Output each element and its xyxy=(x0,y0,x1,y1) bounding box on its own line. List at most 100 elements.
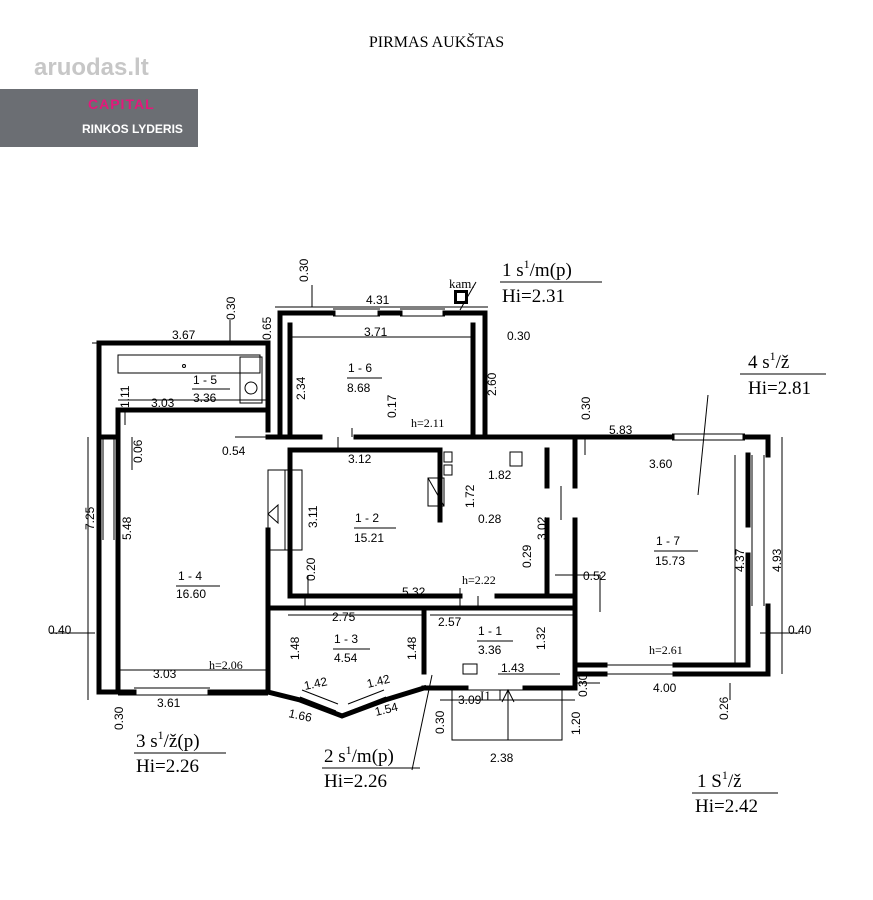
dimension-label: 1.42 xyxy=(365,672,391,691)
dimension-label: 1.66 xyxy=(287,706,313,725)
leader-line xyxy=(411,674,433,771)
fixture xyxy=(117,354,261,374)
window xyxy=(299,689,387,712)
windows xyxy=(102,308,765,712)
dimension-label: 4.93 xyxy=(770,548,784,572)
dimension-label: 0.26 xyxy=(717,696,731,720)
level-height: Hi=2.31 xyxy=(502,286,565,307)
dimension-label: 0.65 xyxy=(260,316,274,340)
room-id: 1 - 7 xyxy=(656,534,680,548)
wall xyxy=(277,310,336,440)
dimension-label: 0.30 xyxy=(579,396,593,420)
room-id: 1 - 2 xyxy=(355,511,379,525)
dimension-label: 0.28 xyxy=(478,512,502,526)
stair-arrow xyxy=(267,503,279,525)
room-id: 1 - 4 xyxy=(178,569,202,583)
height-label: h=2.11 xyxy=(411,416,444,430)
fixture xyxy=(239,356,263,404)
dimension-label: 3.60 xyxy=(649,457,673,471)
fixtures xyxy=(117,290,563,741)
level-height: Hi=2.81 xyxy=(748,378,811,399)
room-id: 1 - 5 xyxy=(193,373,217,387)
room-area: 3.36 xyxy=(193,391,217,405)
dimension-label: 1.72 xyxy=(463,484,477,508)
window xyxy=(134,687,210,696)
level-label: 1 S1/ž xyxy=(697,768,742,792)
chimney xyxy=(457,293,465,301)
dimension-label: 7.25 xyxy=(83,506,97,530)
dimension-label: 3.61 xyxy=(157,696,181,710)
fixture xyxy=(427,477,445,507)
dimension-label: 0.30 xyxy=(576,673,590,697)
wall xyxy=(442,310,488,440)
window xyxy=(605,664,675,675)
dimension-label: 3.67 xyxy=(172,328,196,342)
wall xyxy=(207,605,291,695)
room-area: 16.60 xyxy=(176,587,206,601)
dimension-label: 1.48 xyxy=(405,636,419,660)
dimension-label: 2.60 xyxy=(485,372,499,396)
dimension-label: 0.52 xyxy=(583,569,607,583)
dimension-label: 3.02 xyxy=(535,516,549,540)
porch-arrow xyxy=(501,688,515,703)
height-label: h=2.61 xyxy=(649,643,683,657)
porch xyxy=(451,689,563,741)
level-label: 2 s1/m(p) xyxy=(324,743,394,767)
dimension-labels: 4.31 0.30 3.71 0.65 0.30 3.67 1.11 3.03 … xyxy=(48,258,812,765)
fixture xyxy=(509,451,523,467)
wall xyxy=(264,684,428,719)
dimension-label: 1.43 xyxy=(501,661,525,675)
dimension-label: 4.31 xyxy=(366,293,390,307)
dimension-label: 2.34 xyxy=(294,376,308,400)
dimension-label: 0.20 xyxy=(304,557,318,581)
dimension-label: 0.17 xyxy=(385,394,399,418)
window xyxy=(672,433,745,441)
dimension-label: 1.54 xyxy=(373,700,399,719)
room-id: 1 - 1 xyxy=(478,624,502,638)
dimension-label: 3.03 xyxy=(151,396,175,410)
level-label: 1 s1/m(p) xyxy=(502,257,572,281)
dimension-label: 4.00 xyxy=(653,681,677,695)
level-label: 3 s1/ž(p) xyxy=(136,728,200,752)
fixture xyxy=(182,364,186,368)
dimension-label: 0.40 xyxy=(48,623,72,637)
height-label: h=2.06 xyxy=(209,658,243,672)
dimension-label: 1.20 xyxy=(569,711,583,735)
window xyxy=(333,308,445,317)
chimney-label: kam. xyxy=(449,276,475,291)
dimension-label: 2.57 xyxy=(438,615,462,629)
window xyxy=(751,455,765,606)
dimension-label: 3.11 xyxy=(306,505,320,528)
leader-line xyxy=(697,394,709,496)
fixture xyxy=(244,381,258,395)
dimension-label: 0.30 xyxy=(507,329,531,343)
dimension-label: 4.37 xyxy=(733,548,747,572)
dimension-label: 0.06 xyxy=(131,439,145,463)
walls xyxy=(96,310,771,719)
fixture xyxy=(427,477,445,507)
room-area: 15.73 xyxy=(655,554,685,568)
watermark-logo: aruodas.lt xyxy=(34,54,149,81)
room-id: 1 - 3 xyxy=(334,632,358,646)
room-id: 1 - 6 xyxy=(348,361,372,375)
dimension-label: 0.30 xyxy=(112,706,126,730)
leader-line xyxy=(459,281,477,311)
dimension-label: 1.32 xyxy=(534,626,548,650)
room-area: 15.21 xyxy=(354,531,384,545)
dimension-label: 3.09 xyxy=(458,693,482,707)
dimension-label: 3.71 xyxy=(364,325,388,339)
dimension-label: 2.75 xyxy=(332,610,356,624)
dimension-label: 0.30 xyxy=(224,296,238,320)
dimension-label: 1.82 xyxy=(488,468,512,482)
dimension-label: 5.32 xyxy=(402,585,426,599)
level-height: Hi=2.26 xyxy=(136,756,199,777)
porch-label: I1 xyxy=(480,688,491,703)
dimension-label: 1.42 xyxy=(303,674,329,693)
annotations: kam. I1 1 s1/m(p) Hi=2.31 4 s1/ž Hi=2.81… xyxy=(134,257,826,817)
dimension-label: 0.30 xyxy=(433,710,447,734)
dimension-label: 1.11 xyxy=(118,385,132,408)
level-height: Hi=2.26 xyxy=(324,771,387,792)
dimension-label: 0.40 xyxy=(788,623,812,637)
